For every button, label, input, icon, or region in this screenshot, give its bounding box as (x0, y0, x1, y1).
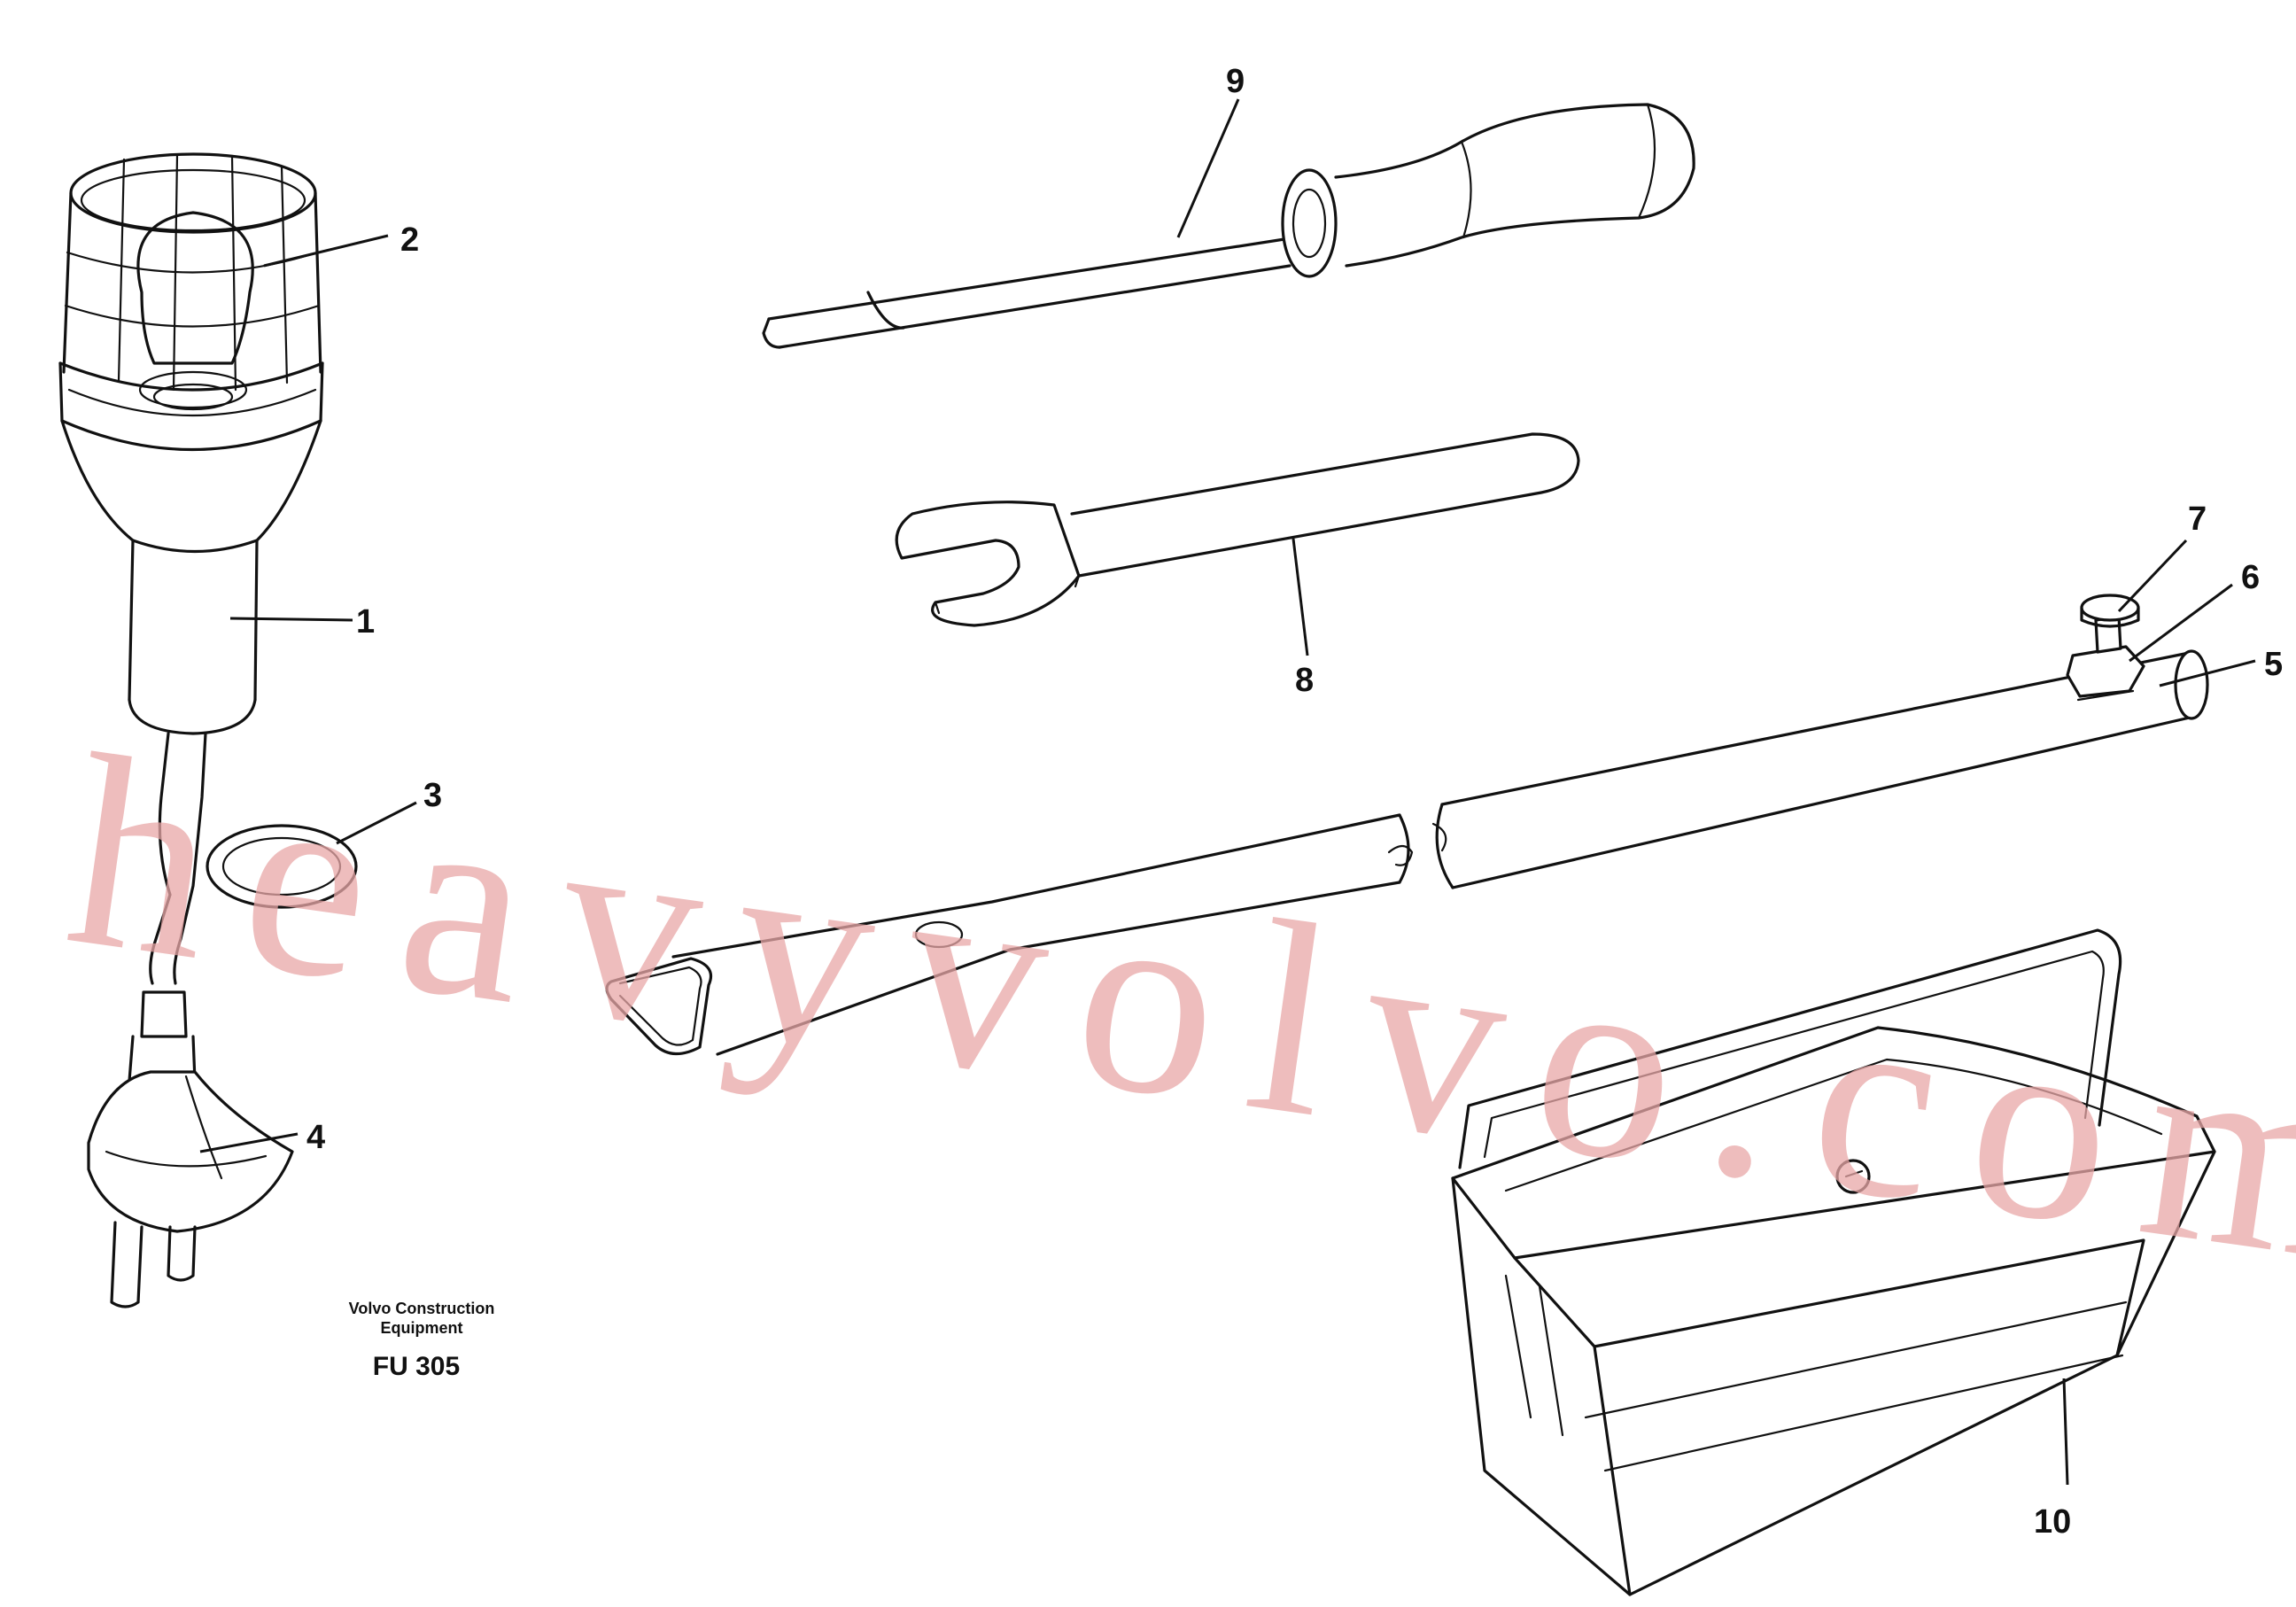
spanner-illustration (895, 432, 1580, 627)
callout-9: 9 (1226, 63, 1245, 100)
leader-lines (199, 98, 2256, 1486)
caption-maker-line1: Volvo Construction (349, 1300, 495, 1317)
callout-10: 10 (2034, 1503, 2071, 1541)
leader-9 (1176, 98, 1240, 238)
callout-5: 5 (2264, 646, 2283, 683)
caption-code: FU 305 (373, 1352, 460, 1381)
tube-bar-illustration (605, 594, 2209, 1056)
callout-3: 3 (423, 777, 442, 814)
watermark-text: heavyvolvo.com (54, 698, 2296, 1325)
callout-2: 2 (400, 221, 419, 259)
leader-10 (2062, 1378, 2069, 1486)
drawing-caption: Volvo Construction Equipment FU 305 (349, 1300, 495, 1381)
leader-8 (1292, 538, 1309, 656)
work-lamp-illustration (58, 152, 358, 1308)
leader-2 (263, 234, 389, 268)
callout-4: 4 (306, 1119, 325, 1156)
callout-labels: 1 2 3 4 5 6 7 8 9 10 (306, 63, 2283, 1541)
screwdriver-illustration (762, 103, 1695, 349)
leader-5 (2159, 659, 2256, 687)
callout-7: 7 (2188, 501, 2207, 538)
leader-3 (336, 801, 417, 845)
toolbox-illustration (1451, 928, 2216, 1596)
leader-6 (2129, 583, 2233, 663)
callout-1: 1 (356, 603, 375, 640)
caption-maker-line2: Equipment (381, 1319, 463, 1337)
callout-8: 8 (1295, 662, 1314, 699)
callout-6: 6 (2241, 559, 2260, 596)
leader-4 (199, 1132, 299, 1153)
leader-7 (2117, 539, 2188, 613)
leader-1 (229, 617, 353, 622)
